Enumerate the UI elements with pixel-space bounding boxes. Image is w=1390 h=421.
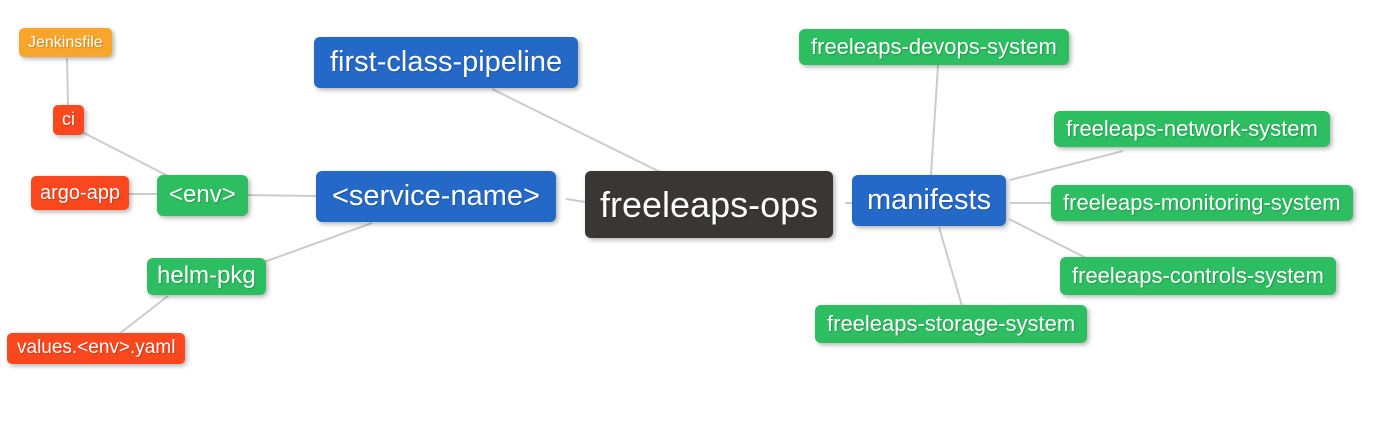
- node-jenkinsfile[interactable]: Jenkinsfile: [19, 28, 112, 58]
- node-ci[interactable]: ci: [53, 105, 84, 135]
- node-freeleaps-controls-system[interactable]: freeleaps-controls-system: [1060, 257, 1336, 296]
- edge-helm-pkg-values: [118, 295, 169, 335]
- edge-ci-env: [81, 131, 171, 178]
- edge-manifests-storage: [938, 226, 963, 307]
- node-freeleaps-monitoring-system[interactable]: freeleaps-monitoring-system: [1051, 185, 1353, 222]
- edge-jenkinsfile-ci: [66, 57, 69, 106]
- edge-pipeline-root: [491, 88, 661, 173]
- edge-manifests-devops: [930, 64, 939, 176]
- node-freeleaps-storage-system[interactable]: freeleaps-storage-system: [815, 305, 1088, 344]
- edge-manifests-network: [1009, 150, 1124, 181]
- node-freeleaps-devops-system[interactable]: freeleaps-devops-system: [799, 29, 1069, 66]
- node-helm-pkg[interactable]: helm-pkg: [147, 258, 266, 295]
- node-manifests[interactable]: manifests: [852, 175, 1007, 226]
- node-first-class-pipeline[interactable]: first-class-pipeline: [314, 37, 579, 88]
- node-service-name[interactable]: <service-name>: [316, 171, 556, 222]
- node-values-env-yaml[interactable]: values.<env>.yaml: [7, 333, 186, 364]
- node-argo-app[interactable]: argo-app: [31, 176, 130, 210]
- edge-manifests-controls: [1008, 218, 1087, 259]
- edge-service-name-root: [565, 198, 586, 203]
- node-freeleaps-ops-root[interactable]: freeleaps-ops: [585, 171, 834, 239]
- edge-service-name-helm-pkg: [263, 222, 373, 263]
- edge-env-service-name: [242, 194, 317, 197]
- node-freeleaps-network-system[interactable]: freeleaps-network-system: [1054, 111, 1330, 148]
- node-env[interactable]: <env>: [157, 175, 248, 216]
